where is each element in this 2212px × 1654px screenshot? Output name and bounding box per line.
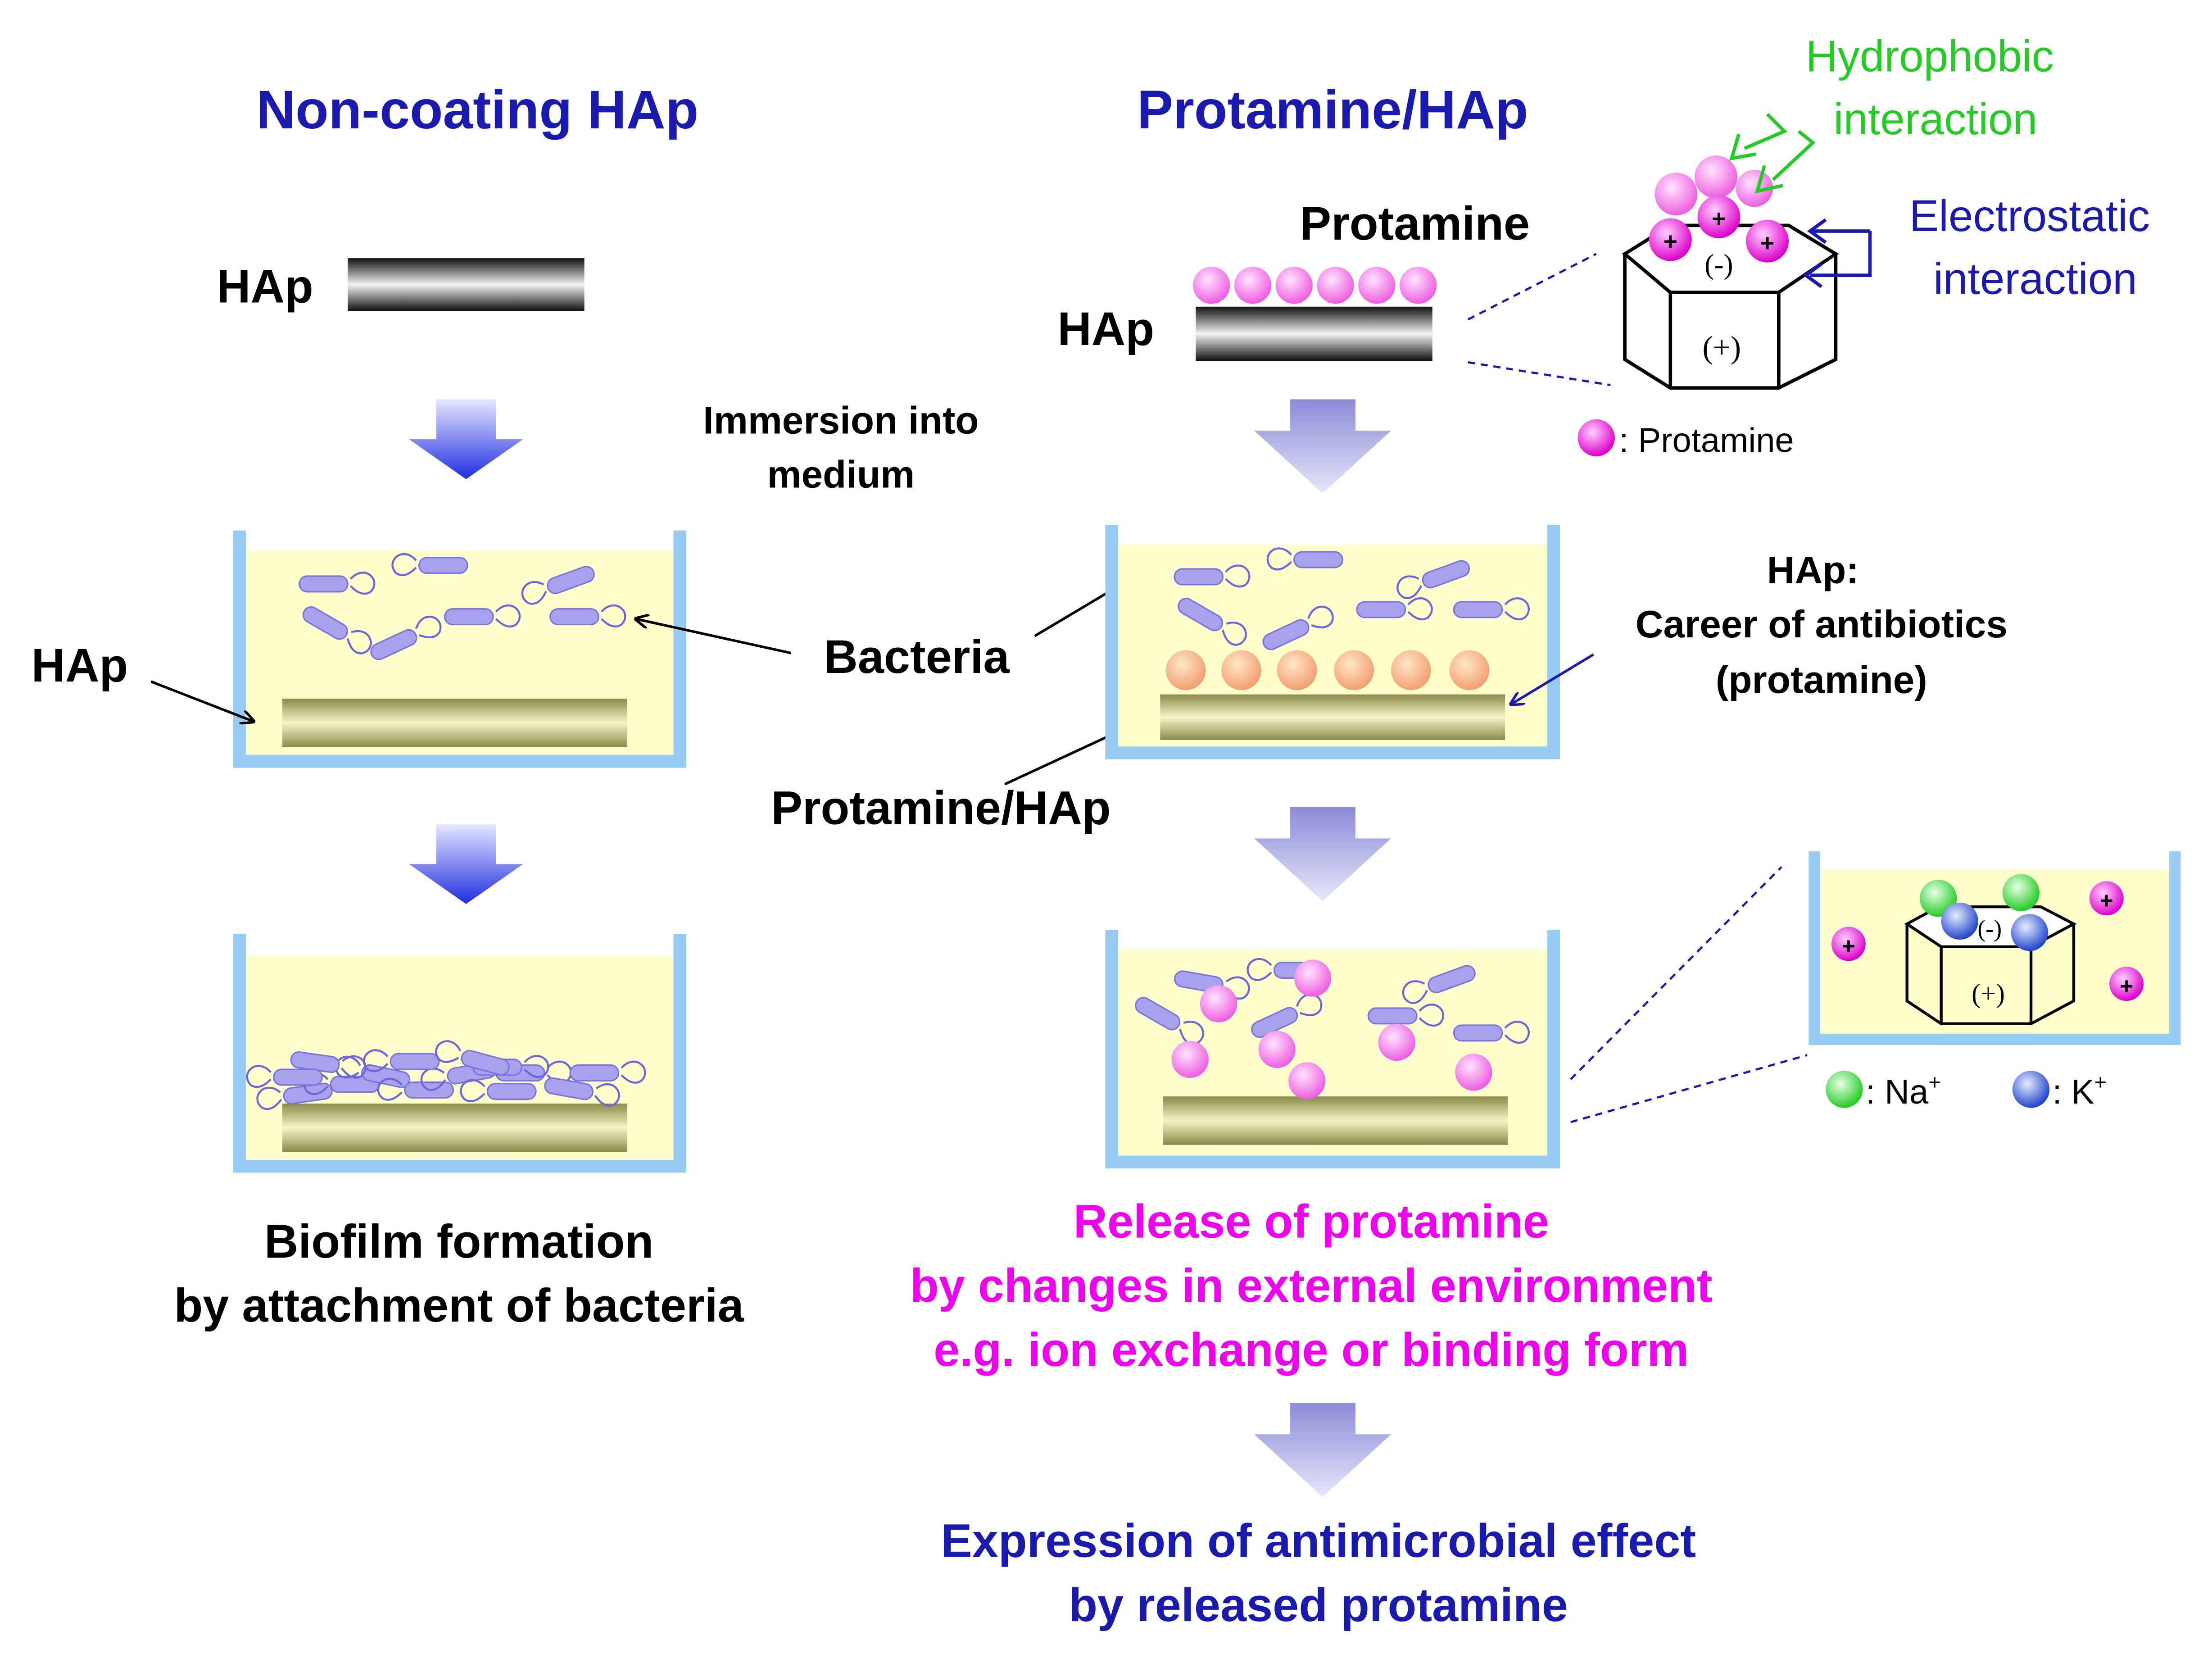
left-beaker-1 xyxy=(233,530,686,768)
crystal-neg-label: (-) xyxy=(1704,249,1733,280)
crystal-pos-label: (+) xyxy=(1702,331,1741,365)
free-protamine-plus-1: + xyxy=(1842,933,1855,959)
electrostatic-arrow-head-a xyxy=(1807,218,1827,244)
free-protamine-2 xyxy=(2089,881,2124,916)
release-line2: by changes in external environment xyxy=(910,1259,1713,1312)
right-beaker-2 xyxy=(1105,929,1560,1169)
right-hap-slab-2 xyxy=(1163,1096,1508,1145)
protamine-layer-orange xyxy=(1165,650,1490,691)
legend-k-text: : K xyxy=(2053,1073,2094,1111)
bacteria-label: Bacteria xyxy=(824,631,1010,683)
zoom-line-bottom-a xyxy=(1570,866,1782,1080)
electrostatic-label-line2: interaction xyxy=(1933,254,2137,303)
legend-protamine-swatch xyxy=(1577,419,1615,457)
free-protamine-1 xyxy=(1831,927,1866,961)
mini-crystal-pos-label: (+) xyxy=(1972,978,2005,1009)
electrostatic-arrow-head-b xyxy=(1803,262,1823,288)
right-down-arrow-1 xyxy=(1254,399,1391,494)
protamine-spheres-top xyxy=(1193,267,1437,304)
na-ion-2 xyxy=(2002,874,2040,911)
mini-crystal-body xyxy=(1905,924,2076,1025)
hydrophobic-label-line1: Hydrophobic xyxy=(1806,32,2054,81)
protamine-hap-label: Protamine/HAp xyxy=(771,782,1111,835)
legend-k-label: : K+ xyxy=(2053,1070,2107,1111)
carrier-pointer xyxy=(1511,653,1594,704)
inset-plus-3: + xyxy=(1760,229,1774,256)
left-hap-label: HAp xyxy=(217,260,313,313)
inset-crystal-top: (-) (+) + + + xyxy=(1622,113,1872,390)
left-down-arrow-1 xyxy=(409,399,523,479)
hydrophobic-arrow-2-head xyxy=(1729,133,1756,161)
legend-na-sup: + xyxy=(1928,1070,1941,1094)
crystal-body xyxy=(1623,254,1838,390)
left-hap-pointer-arrow xyxy=(150,680,254,722)
free-protamine-3 xyxy=(2109,967,2144,1001)
left-title: Non-coating HAp xyxy=(256,80,698,140)
effect-line2: by released protamine xyxy=(1069,1579,1568,1631)
inset-protamine-spheres xyxy=(1649,155,1789,263)
right-hap-bar xyxy=(1196,306,1432,361)
inset-plus-1: + xyxy=(1664,228,1677,255)
legend-na-label: : Na+ xyxy=(1866,1070,1941,1111)
carrier-label-line1: HAp: xyxy=(1767,549,1859,592)
inset-ion-exchange: (-) (+) + + + xyxy=(1809,851,2181,1045)
hydrophobic-arrow-head xyxy=(1755,165,1784,194)
hydrophobic-arrow xyxy=(1772,130,1816,181)
carrier-label-line3: (protamine) xyxy=(1716,659,1927,701)
legend-na-text: : Na xyxy=(1866,1073,1929,1111)
effect-line1: Expression of antimicrobial effect xyxy=(941,1514,1696,1567)
carrier-label-line2: Career of antibiotics xyxy=(1636,603,2008,646)
left-hap-bar xyxy=(348,258,585,311)
immersion-label-line2: medium xyxy=(767,454,915,496)
left-caption-line2: by attachment of bacteria xyxy=(174,1279,744,1332)
protamine-label: Protamine xyxy=(1300,197,1530,250)
zoom-line-top-a xyxy=(1467,253,1597,321)
right-down-arrow-2 xyxy=(1254,807,1391,901)
release-line3: e.g. ion exchange or binding form xyxy=(934,1323,1689,1376)
free-protamine-plus-3: + xyxy=(2120,973,2133,999)
hydrophobic-label-line2: interaction xyxy=(1834,94,2038,144)
right-hap-label: HAp xyxy=(1057,303,1154,355)
left-caption-line1: Biofilm formation xyxy=(264,1215,653,1268)
left-hap-slab-1 xyxy=(282,699,627,747)
bacteria-pointer-left xyxy=(636,619,792,654)
left-beaker-2 xyxy=(233,934,686,1173)
immersion-label-line1: Immersion into xyxy=(703,399,979,442)
legend-k-swatch xyxy=(2012,1071,2050,1108)
zoom-line-bottom-b xyxy=(1570,1054,1808,1123)
legend-na-swatch xyxy=(1826,1071,1863,1108)
mini-crystal-neg-label: (-) xyxy=(1977,915,2002,942)
release-line1: Release of protamine xyxy=(1074,1195,1549,1248)
left-hap-slab-2 xyxy=(282,1104,627,1152)
electrostatic-arrow xyxy=(1810,229,1872,277)
zoom-line-top-b xyxy=(1468,361,1611,386)
k-ion-2 xyxy=(2011,914,2049,951)
hydrophobic-arrow-2 xyxy=(1744,113,1788,150)
k-ion-1 xyxy=(1941,902,1978,940)
inset-plus-2: + xyxy=(1712,205,1726,232)
left-down-arrow-2 xyxy=(409,824,523,904)
legend-k-sup: + xyxy=(2094,1070,2107,1094)
right-beaker-1 xyxy=(1105,525,1560,759)
right-title: Protamine/HAp xyxy=(1137,80,1528,140)
right-down-arrow-3 xyxy=(1254,1403,1391,1497)
legend-protamine-label: : Protamine xyxy=(1619,422,1794,460)
released-protamine-spheres xyxy=(1171,959,1492,1100)
free-protamine-plus-2: + xyxy=(2100,887,2113,913)
electrostatic-label-line1: Electrostatic xyxy=(1909,191,2150,241)
left-hap-pointer-label: HAp xyxy=(32,639,128,692)
right-hap-slab-1 xyxy=(1160,694,1505,740)
